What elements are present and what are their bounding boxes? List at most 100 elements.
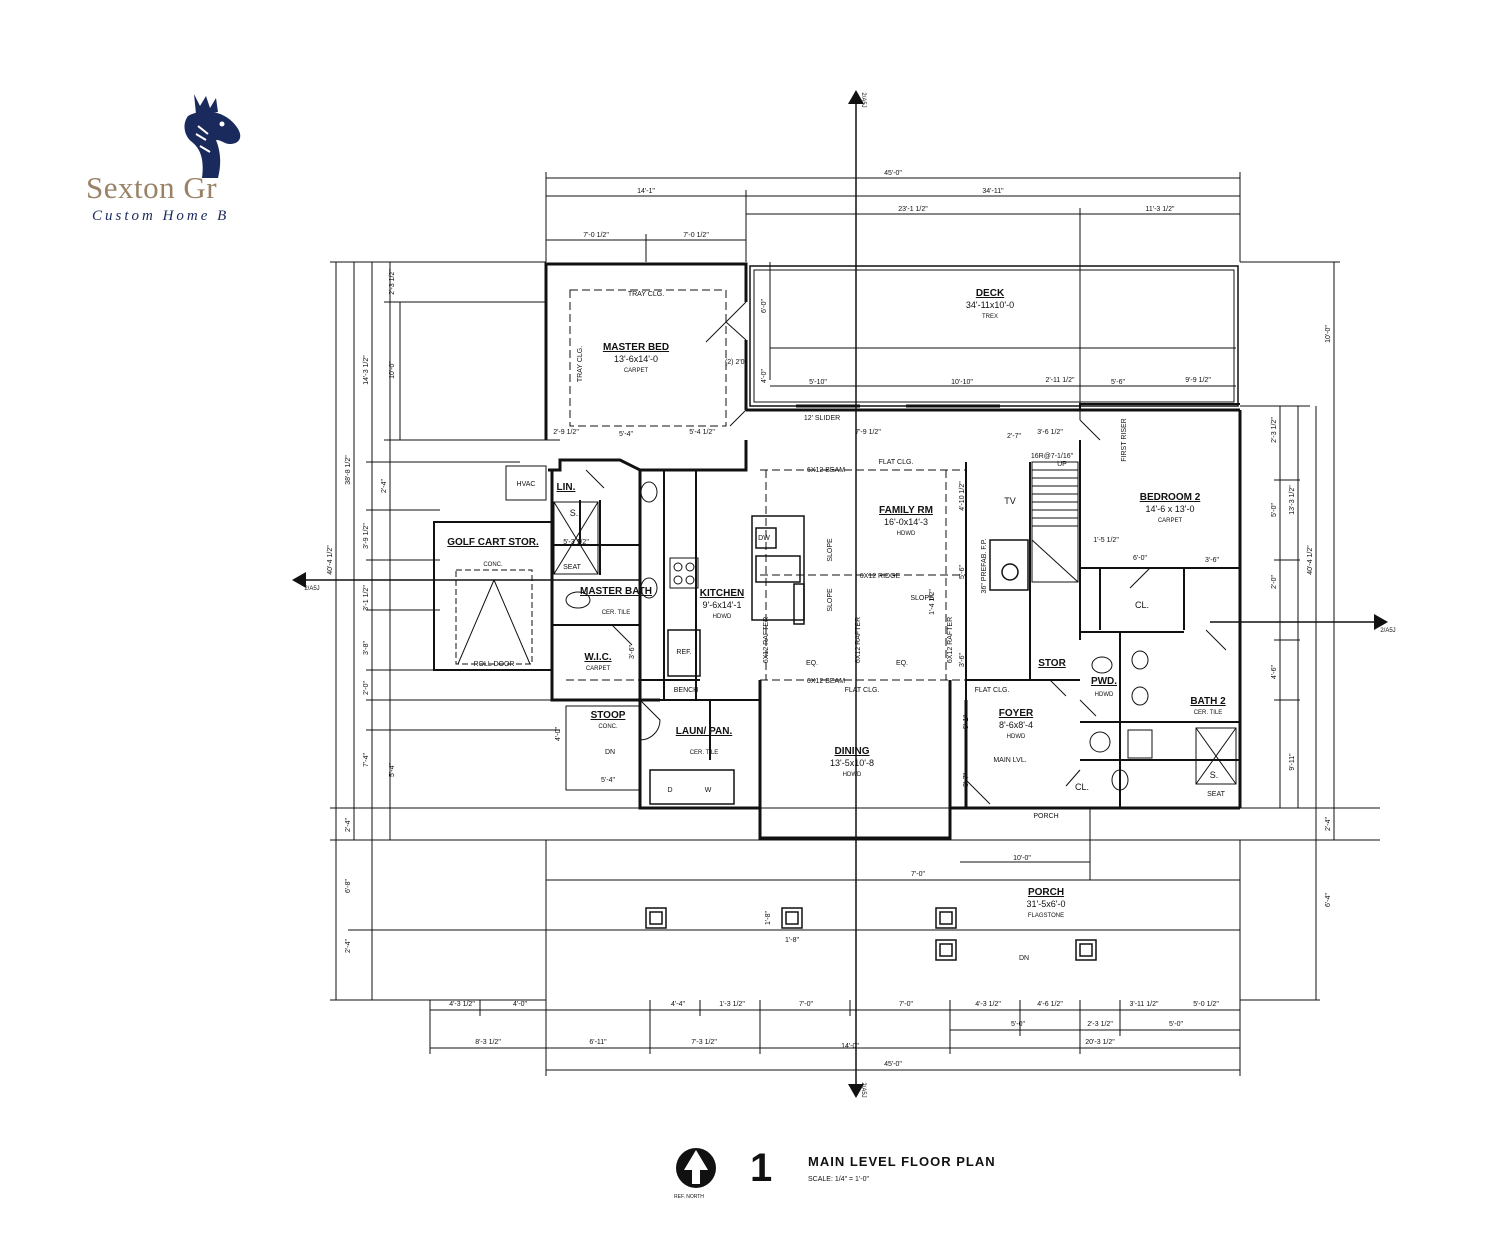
room-size: 9'-6x14'-1 xyxy=(703,600,742,610)
room-name: BATH 2 xyxy=(1190,696,1226,707)
room-kitchen: KITCHEN 9'-6x14'-1 HDWD xyxy=(700,588,744,620)
note-cl: CL. xyxy=(1075,782,1089,792)
dim-interior: 7'-9 1/2" xyxy=(855,429,881,436)
dim-right-d: 5'-0" xyxy=(1271,503,1278,517)
room-name: LAUN/ PAN. xyxy=(676,726,733,737)
note-tray-clg: TRAY CLG. xyxy=(628,291,664,298)
dim-interior: 4'-0" xyxy=(555,727,562,741)
dim-left-o: 2'-4" xyxy=(345,818,352,832)
porch-outline xyxy=(546,808,1240,881)
dim-left-c: 14'-3 1/2" xyxy=(363,355,370,385)
note-first-riser: FIRST RISER xyxy=(1121,418,1128,461)
section-label-bottom: 2/A5J xyxy=(860,1082,866,1097)
note-main-lvl: MAIN LVL. xyxy=(993,757,1026,764)
note-roll-door: ROLL DOOR xyxy=(474,661,515,668)
section-label-top: 2/A5J xyxy=(860,92,866,107)
room-finish: TREX xyxy=(982,314,998,320)
note-seat: SEAT xyxy=(563,564,581,571)
note-dw: DW xyxy=(758,535,770,542)
ceiling-lines xyxy=(566,289,966,681)
dim-right-c: 2'-3 1/2" xyxy=(1271,417,1278,443)
dim-interior: 9'-9 1/2" xyxy=(1185,377,1211,384)
drawing-title: MAIN LEVEL FLOOR PLAN xyxy=(808,1154,996,1169)
dim-top-overall: 45'-0" xyxy=(884,170,902,177)
note-eq: EQ. xyxy=(806,660,818,667)
room-size: 13'-6x14'-0 xyxy=(614,354,658,364)
dim-interior: 5'-10" xyxy=(809,379,827,386)
dim-interior: 3'-7" xyxy=(963,773,970,787)
note-seat: SEAT xyxy=(1207,791,1225,798)
note-dn: DN xyxy=(1019,955,1029,962)
room-laundry: LAUN/ PAN. CER. TILE xyxy=(676,726,733,756)
room-stoop: STOOP CONC. xyxy=(591,710,626,730)
note-washer: W xyxy=(705,787,712,794)
dim-left-q: 2'-4" xyxy=(345,939,352,953)
note-rafter: 6X12 RAFTER xyxy=(855,617,862,663)
dim-bottom-r1: 3'-11 1/2" xyxy=(1130,1001,1160,1008)
dim-right-b: 13'-3 1/2" xyxy=(1289,485,1296,515)
note-beam: 6X12 BEAM xyxy=(807,467,845,474)
dim-interior: 5'-1" xyxy=(963,715,970,729)
room-porch: PORCH 31'-5x6'-0 FLAGSTONE xyxy=(1027,887,1066,919)
dim-bottom-r2: 5'-0" xyxy=(1011,1021,1025,1028)
note-dn: DN xyxy=(605,749,615,756)
kitchen-island xyxy=(751,515,805,625)
dim-bottom-r3: 20'-3 1/2" xyxy=(1085,1039,1115,1046)
dim-interior: 5'-4 1/2" xyxy=(689,429,715,436)
dim-left-m: 7'-4" xyxy=(363,753,370,767)
dim-interior: 4'-0" xyxy=(761,369,768,383)
room-name: MASTER BATH xyxy=(580,586,652,597)
hvac-unit xyxy=(505,465,547,501)
dim-right-a: 10'-0" xyxy=(1325,325,1332,343)
dim-interior: 5'-4" xyxy=(619,431,633,438)
room-size: 13'-5x10'-8 xyxy=(830,758,874,768)
note-slope: SLOPE xyxy=(827,538,834,562)
dim-interior: 3'-6" xyxy=(959,653,966,667)
note-rafter: 6X12 RAFTER xyxy=(947,617,954,663)
dim-interior: 3'-6" xyxy=(1205,557,1219,564)
room-name: KITCHEN xyxy=(700,588,744,599)
dim-left-d: 10'-0" xyxy=(389,361,396,379)
room-size: 16'-0x14'-3 xyxy=(884,517,928,527)
north-arrow-icon xyxy=(676,1148,716,1188)
dimensions-left xyxy=(330,261,1380,1001)
dim-right-e: 2'-0" xyxy=(1271,575,1278,589)
panther-crest-icon xyxy=(184,94,241,178)
dim-interior: 3'-6 1/2" xyxy=(1037,429,1063,436)
room-name: FOYER xyxy=(999,708,1034,719)
dimensions-right xyxy=(1240,261,1340,1001)
room-finish: CER. TILE xyxy=(602,610,631,616)
dim-interior: 5'-6" xyxy=(1111,379,1125,386)
room-finish: HDWD xyxy=(1095,692,1114,698)
room-family: FAMILY RM 16'-0x14'-3 HDWD xyxy=(879,505,933,537)
room-name: W.I.C. xyxy=(584,652,611,663)
annotations: TRAY CLG. TRAY CLG. 12' SLIDER FLAT CLG.… xyxy=(474,291,1226,962)
brand-tagline: Custom Home B xyxy=(92,208,230,224)
room-finish: CER. TILE xyxy=(690,750,719,756)
room-name: STOR xyxy=(1038,658,1066,669)
note-slope: SLOPE xyxy=(910,595,934,602)
dim-top-e: 7'-0 1/2" xyxy=(583,232,609,239)
note-slope: SLOPE xyxy=(827,588,834,612)
dim-bottom-r2: 5'-0" xyxy=(1169,1021,1183,1028)
room-finish: CER. TILE xyxy=(1194,710,1223,716)
dim-bottom-r1: 7'-0" xyxy=(799,1001,813,1008)
room-finish: FLAGSTONE xyxy=(1028,913,1064,919)
room-bath2: BATH 2 CER. TILE xyxy=(1190,696,1226,716)
dims-interior: 5'-10" 10'-10" 2'-11 1/2" 5'-6" 9'-9 1/2… xyxy=(553,299,1219,944)
section-lines xyxy=(296,96,1376,1092)
room-finish: HDWD xyxy=(843,772,862,778)
note-flat-clg: FLAT CLG. xyxy=(845,687,880,694)
dim-bottom-r1: 4'-3 1/2" xyxy=(449,1001,475,1008)
note-dryer: D xyxy=(667,787,672,794)
room-name: GOLF CART STOR. xyxy=(447,537,539,548)
deck-railing xyxy=(753,269,1236,403)
room-finish: CONC. xyxy=(598,724,618,730)
dim-top-a: 14'-1" xyxy=(637,188,655,195)
dim-left-f: 2'-4" xyxy=(381,479,388,493)
room-name: MASTER BED xyxy=(603,342,669,353)
room-master-bath: MASTER BATH CER. TILE xyxy=(580,586,652,616)
dim-interior: 1'-5 1/2" xyxy=(1093,537,1119,544)
range-icon xyxy=(669,557,699,589)
